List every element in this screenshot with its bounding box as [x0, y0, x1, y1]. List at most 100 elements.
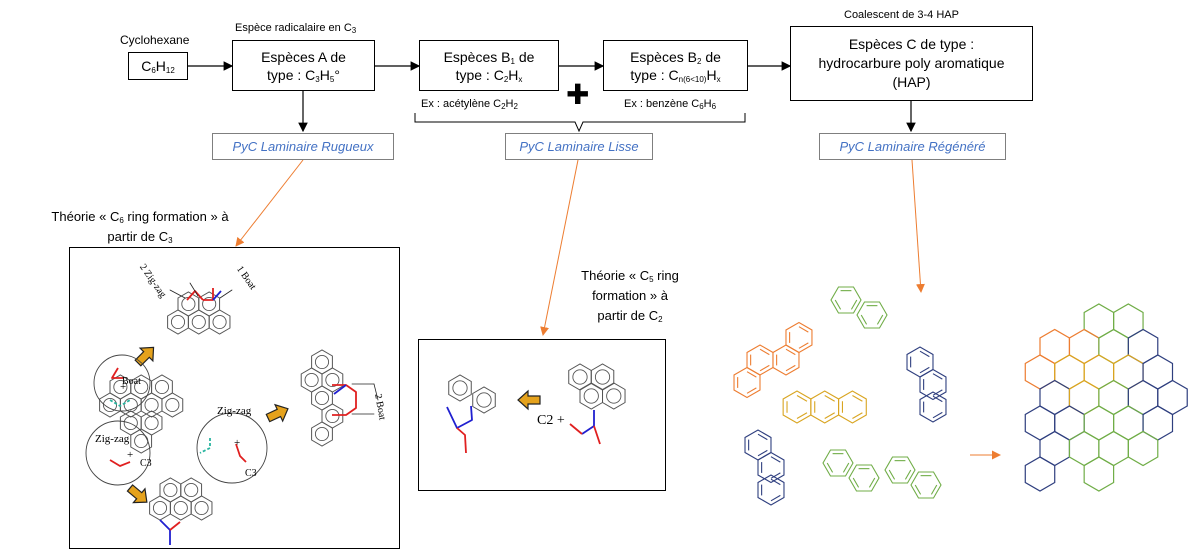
hexagon-ring	[785, 321, 813, 354]
double-bond-line	[919, 366, 930, 374]
fig1-label-c3-left: C3	[140, 458, 152, 469]
blue-bond-right	[333, 384, 347, 395]
hexagon-ring	[919, 391, 947, 423]
cyclohexane-label: Cyclohexane	[120, 33, 190, 47]
sheet-hexagon	[1068, 379, 1100, 416]
aromatic-circle	[144, 397, 159, 413]
label-pointer	[169, 289, 186, 299]
plus-icon: ✚	[566, 79, 590, 110]
double-bond-line	[852, 412, 863, 419]
species-b1-box: Espèces B1 de type : C2Hx	[419, 40, 559, 91]
double-bond-line	[785, 348, 796, 356]
reaction-arrow-down	[126, 484, 148, 504]
double-bond-line	[798, 326, 809, 333]
double-bond-line	[868, 477, 876, 488]
aromatic-circle	[314, 426, 330, 442]
double-bond-line	[914, 484, 922, 495]
fat-arrow-shape	[517, 389, 541, 411]
sheet-hexagon	[1068, 430, 1100, 467]
reaction-arrow-right	[265, 403, 289, 423]
double-bond-line	[798, 342, 809, 349]
red-bond-fig2	[569, 423, 583, 435]
hexagon-ring	[733, 366, 761, 399]
label-pointer	[189, 282, 199, 297]
double-bond-line	[826, 462, 834, 473]
aromatic-circle	[154, 379, 170, 395]
sheet-hexagon	[1127, 430, 1159, 467]
sheet-hexagon	[1142, 354, 1174, 390]
sheet-hexagon	[1024, 456, 1056, 492]
fig2-label-c2: C2 +	[537, 413, 565, 428]
double-bond-line	[904, 469, 912, 480]
double-bond-line	[746, 387, 757, 394]
hexagon-ring	[838, 390, 867, 424]
sheet-hexagon	[1054, 405, 1085, 441]
double-bond-line	[876, 314, 884, 325]
aromatic-circle	[452, 380, 468, 396]
double-bond-line	[757, 433, 768, 441]
sheet-hexagon	[1127, 328, 1159, 365]
sheet-hexagon	[1142, 405, 1174, 441]
reaction-circle	[85, 420, 151, 486]
hexagon-ring	[590, 363, 615, 391]
double-bond-line	[932, 389, 943, 396]
boat-bonds-right	[332, 384, 357, 416]
aromatic-circle	[572, 369, 588, 385]
aromatic-circle	[113, 379, 128, 395]
aromatic-circle	[152, 500, 168, 516]
species-c-box: Espèces C de type : hydrocarbure poly ar…	[790, 26, 1033, 101]
teal-dashed-bond	[109, 399, 131, 407]
aromatic-circle	[202, 296, 217, 312]
aromatic-circle	[134, 379, 149, 395]
hexagon-ring	[848, 464, 880, 492]
sheet-hexagon	[1039, 328, 1071, 365]
species-b2-box: Espèces B2 de type : Cn(6<10)Hx	[603, 40, 748, 91]
five-ring-red	[456, 427, 467, 454]
hexagon-ring	[757, 474, 785, 506]
hexagon-ring	[180, 477, 203, 503]
hexagon-ring	[856, 301, 888, 329]
species-a-box: Espèces A de type : C3H5°	[232, 40, 375, 91]
cyclohexane-box: C6H12	[128, 52, 188, 80]
sheet-hexagon	[1113, 303, 1144, 339]
double-bond-line	[932, 411, 943, 419]
fat-arrow-shape	[265, 403, 289, 423]
pyc-rugueux-label: PyC Laminaire Rugueux	[212, 133, 394, 160]
double-bond-line	[757, 449, 768, 457]
sheet-hexagon	[1157, 379, 1188, 416]
fig1-label-c3-right: C3	[245, 468, 257, 479]
sheet-hexagon	[1083, 456, 1115, 492]
species-b1-example: Ex : acétylène C2H2	[421, 98, 518, 111]
aromatic-circle	[314, 390, 330, 406]
sheet-hexagon	[1098, 328, 1129, 365]
aromatic-circle	[194, 500, 209, 516]
species-c-caption: Coalescent de 3-4 HAP	[844, 9, 959, 21]
sheet-hexagon	[1098, 379, 1129, 416]
label-pointer	[219, 289, 233, 299]
aromatic-circle	[165, 397, 180, 413]
fig1-label-zigzag-right: Zig-zag	[217, 405, 252, 417]
double-bond-line	[824, 395, 835, 402]
hexagon-ring	[300, 367, 323, 393]
double-bond-line	[824, 412, 835, 419]
aromatic-circle	[594, 369, 611, 385]
hexagon-ring	[472, 386, 496, 414]
reaction-arrow-left	[517, 389, 541, 411]
double-bond-line	[834, 299, 842, 310]
double-bond-line	[842, 462, 850, 473]
hexagon-ring	[757, 451, 785, 484]
pyc-regenere-label: PyC Laminaire Régénéré	[819, 133, 1006, 160]
double-bond-line	[796, 395, 808, 402]
teal-dashed-bond	[199, 438, 211, 454]
double-bond-line	[770, 472, 781, 479]
aromatic-circle	[102, 397, 118, 413]
sheet-hexagon	[1083, 405, 1115, 441]
sheet-hexagon	[1039, 379, 1071, 416]
zigzag-fragment-left	[109, 459, 131, 467]
sheet-hexagon	[1024, 354, 1056, 390]
reaction-circle	[93, 354, 151, 412]
